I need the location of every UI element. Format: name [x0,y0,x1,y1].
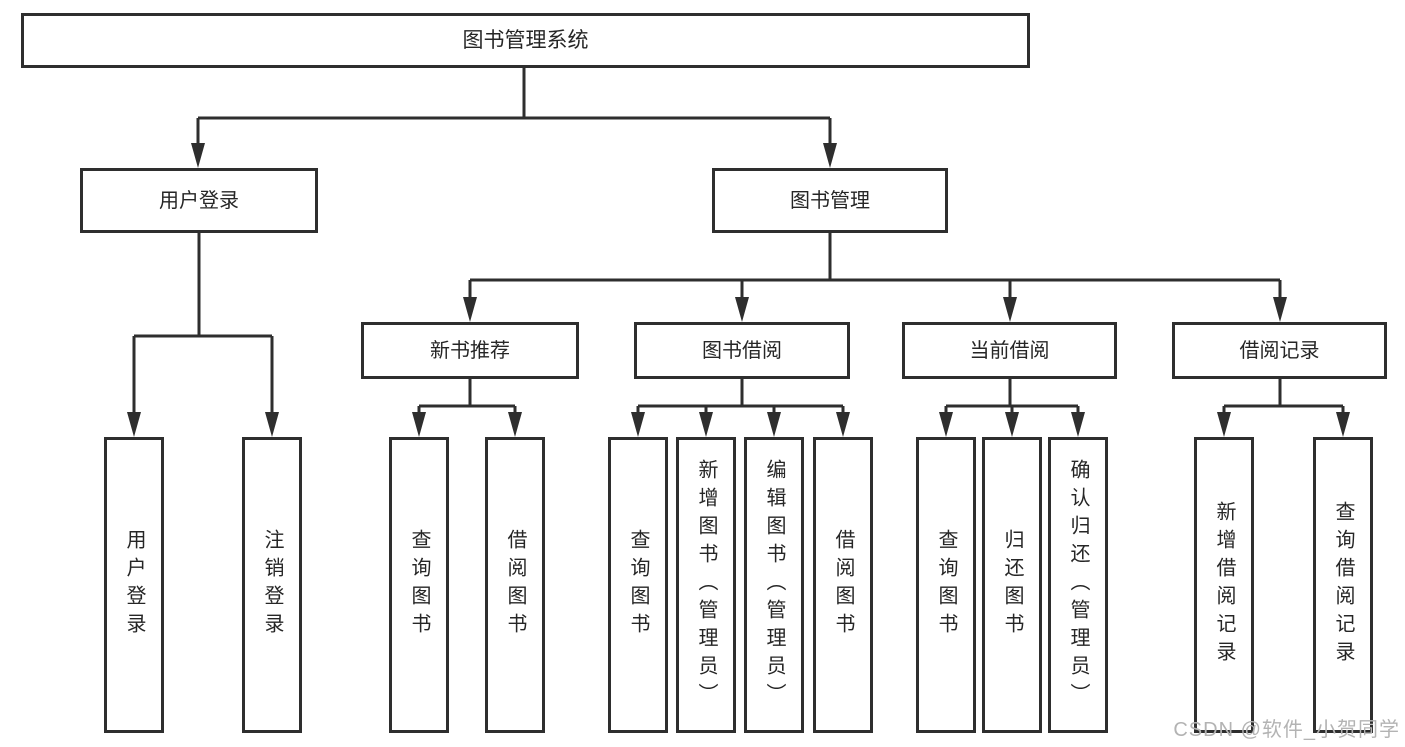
node-borrow-record: 借阅记录 [1172,322,1387,379]
leaf-query-book-1: 查询图书 [389,437,449,733]
leaf-add-book-admin: 新增图书（管理员） [676,437,736,733]
node-root-system: 图书管理系统 [21,13,1030,68]
leaf-query-book-3: 查询图书 [916,437,976,733]
node-current-borrow: 当前借阅 [902,322,1117,379]
leaf-edit-book-admin: 编辑图书（管理员） [744,437,804,733]
leaf-user-login: 用户登录 [104,437,164,733]
node-book-borrow: 图书借阅 [634,322,850,379]
leaf-confirm-return-admin: 确认归还（管理员） [1048,437,1108,733]
leaf-return-book: 归还图书 [982,437,1042,733]
node-book-management: 图书管理 [712,168,948,233]
csdn-watermark: CSDN @软件_小贺同学 [1173,719,1400,741]
leaf-logout: 注销登录 [242,437,302,733]
leaf-query-book-2: 查询图书 [608,437,668,733]
node-user-login: 用户登录 [80,168,318,233]
leaf-query-borrow-record: 查询借阅记录 [1313,437,1373,733]
leaf-add-borrow-record: 新增借阅记录 [1194,437,1254,733]
leaf-borrow-book-2: 借阅图书 [813,437,873,733]
node-new-book-recommend: 新书推荐 [361,322,579,379]
leaf-borrow-book-1: 借阅图书 [485,437,545,733]
